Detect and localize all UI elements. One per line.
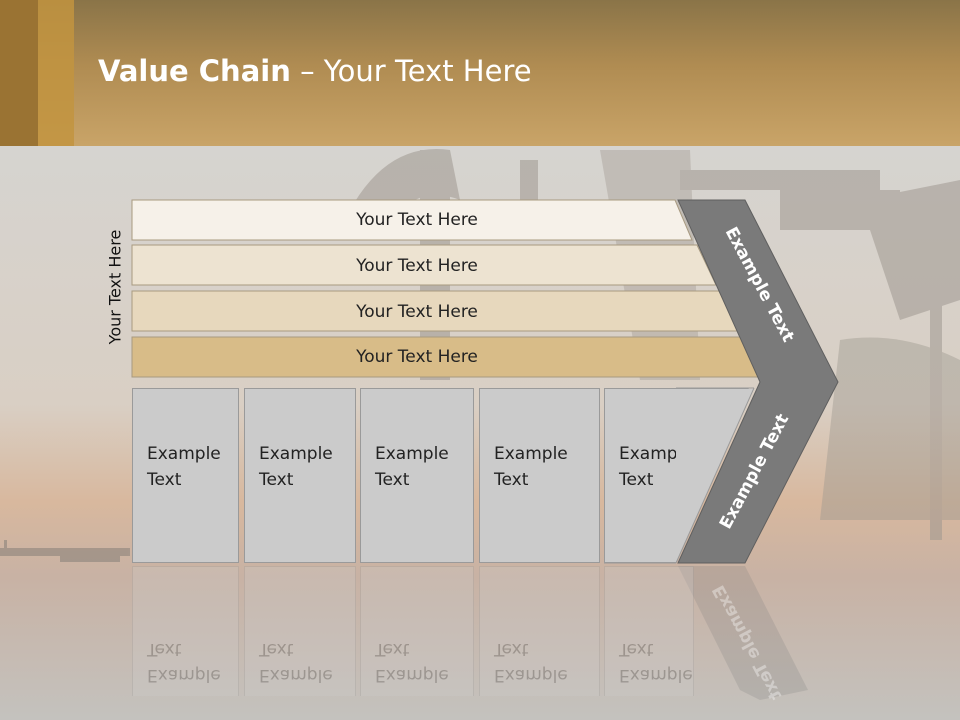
band-label-2: Your Text Here xyxy=(356,256,478,276)
column-text-line1: Example xyxy=(375,444,449,464)
band-shape-1 xyxy=(131,199,693,241)
column-text-line2: Text xyxy=(494,470,529,490)
slide-title: Value Chain – Your Text Here xyxy=(98,54,532,88)
reflection-text: Example xyxy=(259,665,333,685)
column-text-line2: Text xyxy=(375,470,410,490)
column-reflection-4: Example Text xyxy=(479,566,600,696)
header-accent-stripe-light xyxy=(38,0,74,146)
value-chain-chevron xyxy=(677,199,839,564)
band-label-4: Your Text Here xyxy=(356,347,478,367)
column-reflection-1: Example Text xyxy=(132,566,239,696)
header-bar xyxy=(0,0,960,146)
reflection-text: Example xyxy=(375,665,449,685)
reflection-text: Text xyxy=(147,639,182,659)
title-bold: Value Chain xyxy=(98,54,291,88)
header-accent-stripe xyxy=(0,0,38,146)
column-text-line2: Text xyxy=(619,470,654,490)
column-text-line2: Text xyxy=(147,470,182,490)
reflection-text: Example xyxy=(147,665,221,685)
column-text-line1: Example xyxy=(147,444,221,464)
reflection-text: Example xyxy=(494,665,568,685)
column-reflection-2: Example Text xyxy=(244,566,356,696)
reflection-text: Text xyxy=(619,639,654,659)
chevron-reflection xyxy=(678,566,808,700)
column-reflection-5: Example Text xyxy=(604,566,694,696)
column-reflection-3: Example Text xyxy=(360,566,474,696)
reflection-text: Text xyxy=(259,639,294,659)
title-rest: – Your Text Here xyxy=(290,54,532,88)
column-text-line1: Example xyxy=(259,444,333,464)
reflection-text: Example xyxy=(619,665,693,685)
column-text-line1: Example xyxy=(619,444,693,464)
column-text-line1: Example xyxy=(494,444,568,464)
band-label-1: Your Text Here xyxy=(356,210,478,230)
column-text-line2: Text xyxy=(259,470,294,490)
band-label-3: Your Text Here xyxy=(356,302,478,322)
reflection-text: Text xyxy=(375,639,410,659)
reflection-text: Text xyxy=(494,639,529,659)
